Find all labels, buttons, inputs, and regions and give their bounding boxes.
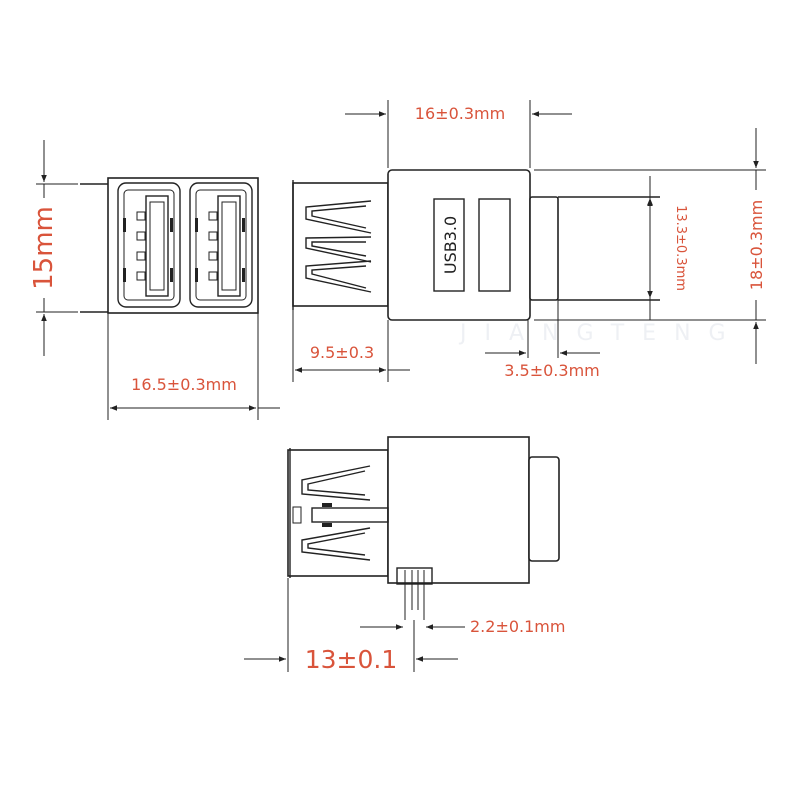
usb-port-right: [189, 182, 253, 308]
pin-pitch-label: 2.2±0.1mm: [470, 617, 565, 636]
pin-offset-label: 13±0.1: [305, 645, 398, 674]
step-label: 3.5±0.3mm: [504, 361, 599, 380]
blank-label-box: [478, 198, 511, 292]
svg-text:JIANGTENG: JIANGTENG: [458, 321, 744, 346]
watermark: JIANGTENG: [458, 321, 744, 346]
rear-height-label: 13.3±0.3mm: [673, 205, 688, 291]
usb3-label-box: USB3.0: [433, 198, 465, 292]
body-length-label: 16±0.3mm: [415, 104, 505, 123]
front-width-label: 16.5±0.3mm: [131, 375, 237, 394]
total-height-label: 18±0.3mm: [747, 200, 766, 290]
svg-text:USB3.0: USB3.0: [441, 216, 460, 274]
front-view: 15mm 16.5±0.3mm: [29, 140, 280, 420]
bottom-view: 2.2±0.1mm 13±0.1: [244, 436, 565, 674]
contact-springs: [305, 200, 372, 293]
front-height-label: 15mm: [29, 206, 59, 290]
port-depth-label: 9.5±0.3: [310, 343, 374, 362]
side-view: USB3.0 16±0.3mm 9.5±0.3 3.5±0.3mm 13.3±0…: [292, 100, 766, 382]
usb-port-left: [117, 182, 181, 308]
